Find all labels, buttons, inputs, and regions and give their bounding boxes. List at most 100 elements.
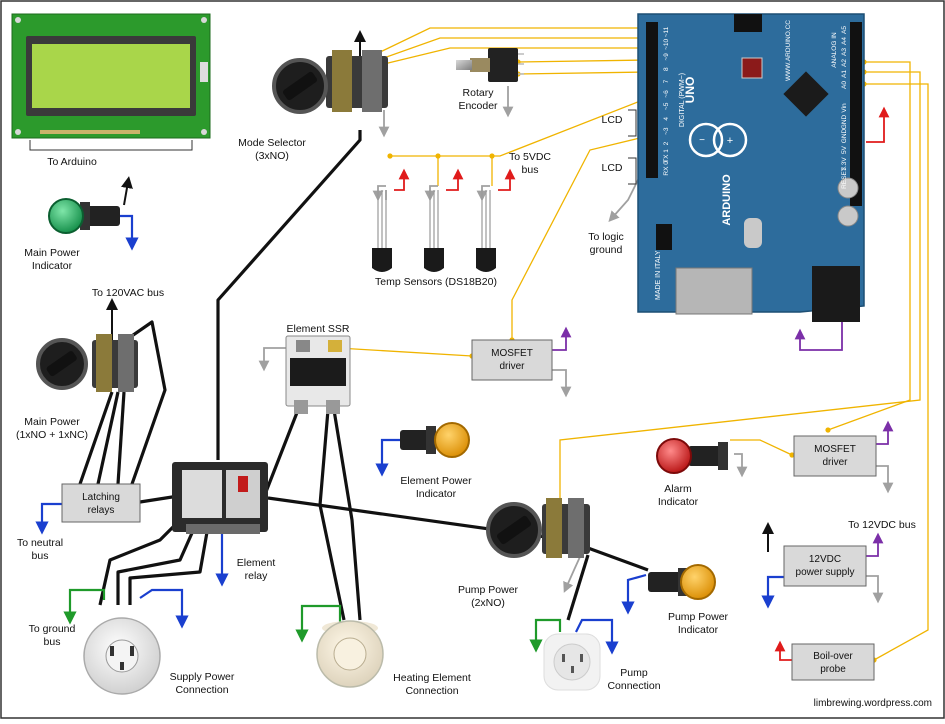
label-boil-over-probe-2: probe (820, 664, 846, 675)
latching-relays-box (61, 483, 141, 523)
label-heating-element-connection-1: Heating Element (393, 672, 471, 684)
arduino-power-pin-1: GND (841, 114, 848, 129)
arduino-digital-pin-5: ~6 (663, 90, 670, 98)
label-mosfet-driver-2-1: MOSFET (814, 444, 856, 455)
arduino-digital-pin-9: 2 (663, 141, 670, 145)
label-pump-power-indicator-1: Pump Power (668, 611, 729, 623)
label-pump-power-1: Pump Power (458, 584, 519, 596)
pump-power-indicator-icon (648, 564, 716, 600)
label-pump-connection-2: Connection (607, 680, 660, 692)
mosfet-driver-2-box (793, 435, 877, 477)
arduino-analog-pin-1: A4 (841, 37, 848, 45)
website-credit: limbrewing.wordpress.com (814, 698, 932, 709)
arduino-uno-board: − + UNO ARDUINO WWW.ARDUINO.CC MADE IN I… (637, 13, 865, 322)
label-temp-sensors: Temp Sensors (DS18B20) (375, 276, 497, 288)
element-ssr-icon (285, 335, 351, 414)
label-element-ssr: Element SSR (286, 323, 349, 335)
arduino-digital-pin-6: ~5 (663, 102, 670, 110)
heating-element-connector-icon (316, 620, 384, 688)
pump-connector-icon (543, 633, 601, 691)
arduino-brand-text: ARDUINO (721, 174, 733, 226)
lcd-screen (32, 44, 190, 108)
label-lcd-top: LCD (601, 114, 622, 126)
arduino-digital-pin-1: ~10 (663, 39, 670, 50)
arduino-digital-header-text: DIGITAL (PWM~) (679, 73, 686, 127)
arduino-digital-pin-11: RX 0 (663, 161, 670, 176)
usb-port-icon (675, 267, 753, 315)
label-to-arduino: To Arduino (47, 156, 97, 168)
label-to-neutral-bus-2: bus (32, 550, 49, 562)
label-element-relay-1: Element (237, 557, 276, 569)
signal-wires (337, 27, 929, 661)
temp-sensor-1-icon (372, 190, 392, 272)
svg-text:−: − (699, 135, 705, 146)
label-boil-over-probe-1: Boil-over (813, 651, 853, 662)
label-main-power-2: (1xNO + 1xNC) (16, 429, 88, 441)
pump-power-switch-icon (486, 498, 590, 558)
arduino-power-pin-2: GND (841, 128, 848, 143)
reset-button-icon (741, 57, 763, 79)
label-power-supply-12vdc-2: power supply (796, 567, 855, 578)
lcd-bottom-bracket (628, 157, 637, 185)
temp-sensor-2-icon (424, 190, 444, 272)
arduino-power-pin-3: 5V (841, 145, 848, 154)
label-pump-power-2: (2xNO) (471, 597, 505, 609)
lcd-bracket (29, 140, 193, 151)
arduino-analog-header (850, 22, 862, 206)
rotary-encoder-icon (456, 48, 524, 82)
power-supply-12vdc-box (783, 545, 867, 587)
svg-text:+: + (727, 135, 733, 147)
label-to-ground-bus-1: To ground (29, 623, 76, 635)
label-heating-element-connection-2: Connection (405, 685, 458, 697)
label-alarm-indicator-1: Alarm (664, 483, 692, 495)
label-latching-relays-1: Latching (82, 492, 120, 503)
label-to-5vdc-bus-2: bus (522, 164, 539, 176)
label-main-power-indicator-1: Main Power (24, 247, 80, 259)
arduino-url-text: WWW.ARDUINO.CC (785, 20, 792, 81)
supply-power-connector-icon (83, 617, 161, 695)
main-power-switch-icon (36, 334, 138, 392)
arduino-digital-pin-4: 7 (663, 79, 670, 83)
label-mosfet-driver-1-1: MOSFET (491, 348, 533, 359)
arduino-digital-pin-8: ~3 (663, 127, 670, 135)
temp-sensor-3-icon (476, 190, 496, 272)
label-main-power-1: Main Power (24, 416, 80, 428)
main-power-indicator-icon (48, 198, 120, 234)
arduino-digital-pin-7: 4 (663, 117, 670, 121)
label-supply-power-connection-1: Supply Power (170, 671, 235, 683)
ground-wires (63, 588, 562, 653)
arduino-digital-pin-0: ~11 (663, 26, 670, 37)
label-rotary-encoder-1: Rotary (463, 87, 495, 99)
vcc5-wires (394, 106, 890, 661)
boil-over-probe-box (791, 643, 875, 681)
alarm-indicator-icon (656, 438, 728, 474)
arduino-model-text: UNO (683, 77, 697, 104)
label-mode-selector-2: (3xNO) (255, 150, 289, 162)
label-mode-selector-1: Mode Selector (238, 137, 306, 149)
label-pump-connection-1: Pump (620, 667, 648, 679)
label-to-5vdc-bus-1: To 5VDC (509, 151, 551, 163)
label-element-power-indicator-2: Indicator (416, 488, 457, 500)
label-element-relay-2: relay (245, 570, 269, 582)
label-supply-power-connection-2: Connection (175, 684, 228, 696)
arduino-analog-pin-4: A1 (841, 70, 848, 78)
label-rotary-encoder-2: Encoder (458, 100, 498, 112)
label-to-logic-ground-1: To logic (588, 231, 624, 243)
label-to-ground-bus-2: bus (44, 636, 61, 648)
label-power-supply-12vdc-1: 12VDC (809, 554, 841, 565)
arduino-power-pin-5: RESET (841, 167, 848, 189)
temp-sensors (372, 190, 496, 272)
arduino-made-in-text: MADE IN ITALY (655, 250, 662, 300)
vcc12-wires (552, 322, 894, 557)
mode-selector-switch-icon (272, 50, 388, 114)
label-mosfet-driver-2-2: driver (822, 457, 848, 468)
label-pump-power-indicator-2: Indicator (678, 624, 719, 636)
arduino-power-pin-4: 3.3V (841, 157, 848, 171)
power-jack-icon (812, 266, 860, 322)
mosfet-driver-1-box (471, 339, 553, 381)
arduino-digital-pin-2: ~9 (663, 53, 670, 61)
